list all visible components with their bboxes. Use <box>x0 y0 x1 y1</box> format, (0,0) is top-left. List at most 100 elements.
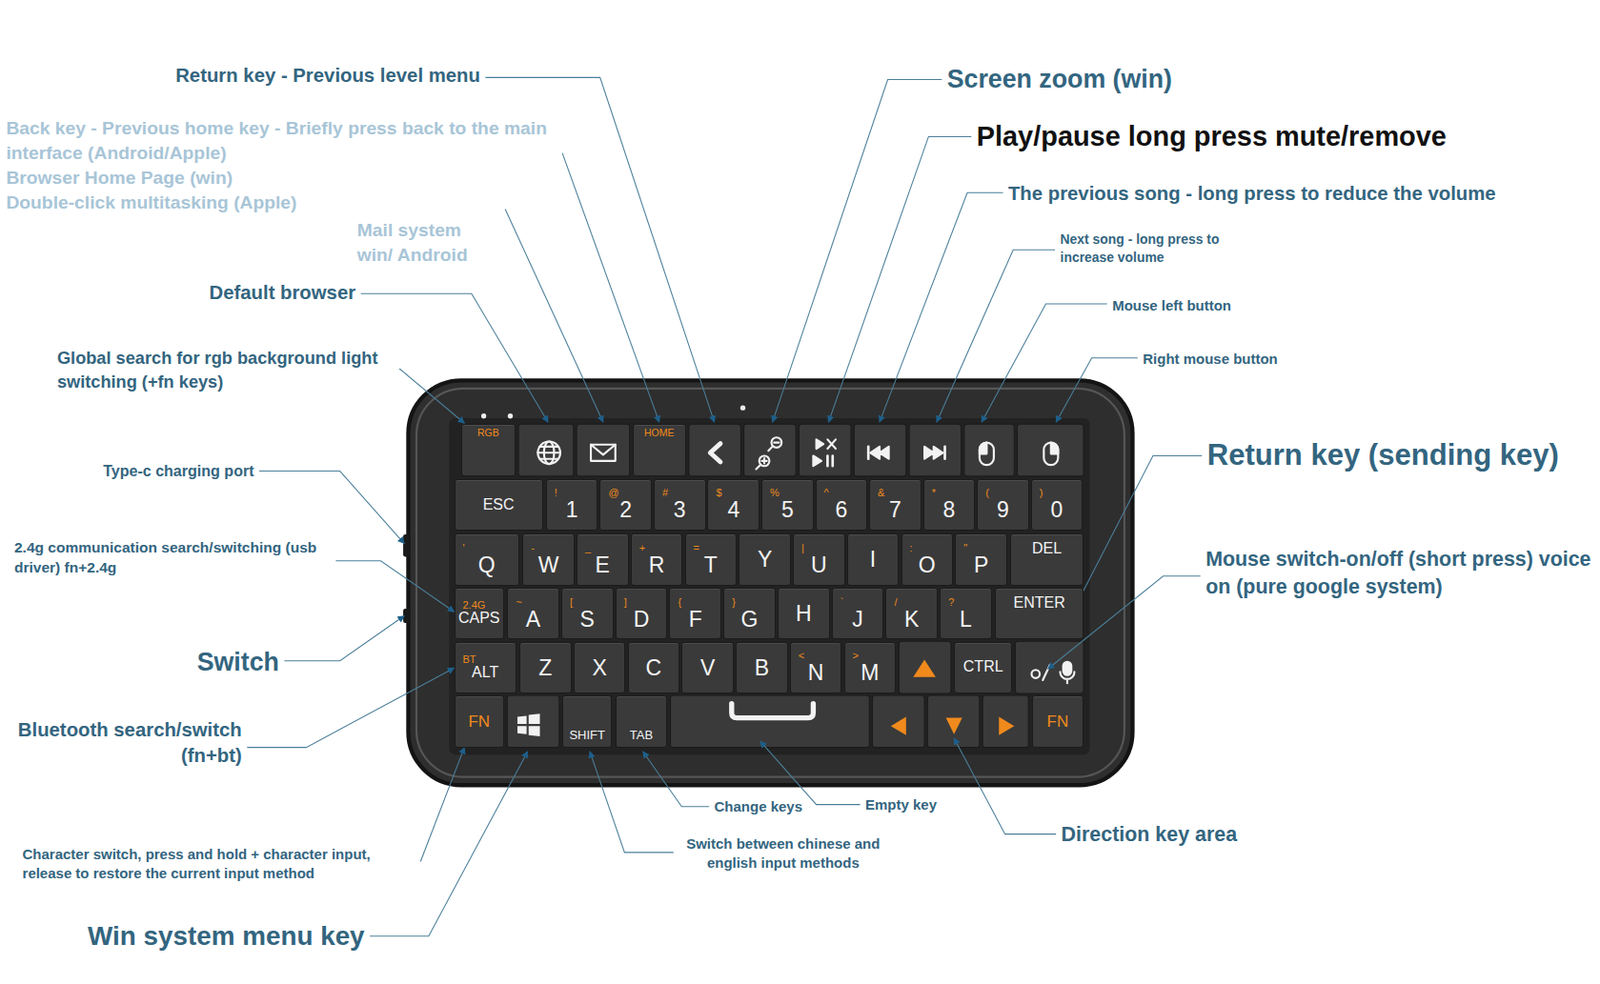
leader-line <box>1067 455 1202 622</box>
key-secondary-legend: > <box>852 650 859 662</box>
callout-label: Browser Home Page (win) <box>5 165 233 191</box>
key-icon <box>537 442 561 466</box>
key-legend: G <box>741 607 759 631</box>
keyboard-key: F{ <box>668 587 722 641</box>
callout-label: Type-c charging port <box>102 461 254 483</box>
key-secondary-legend: ! <box>554 487 558 499</box>
callout-label: Character switch, press and hold + chara… <box>22 845 416 884</box>
key-secondary-legend: { <box>677 597 682 608</box>
leader-line <box>246 668 454 748</box>
callout-label: Next song - long press to increase volum… <box>1060 230 1255 267</box>
orange-key-icon <box>998 717 1014 736</box>
key-legend: M <box>860 661 879 685</box>
key-secondary-legend: - <box>530 543 535 554</box>
key-legend: ESC <box>483 497 515 514</box>
keyboard-body <box>403 380 1133 786</box>
icon-key <box>1017 424 1085 477</box>
keyboard-key: 8* <box>923 479 976 531</box>
callout-label: Right mouse button <box>1142 349 1278 369</box>
key-icon <box>537 446 561 460</box>
key-secondary-legend: ? <box>948 597 954 608</box>
key-legend: H <box>795 602 812 626</box>
leader-line <box>953 738 1056 835</box>
keyboard-key: Z <box>519 642 572 695</box>
leader-line <box>760 741 861 805</box>
icon-key <box>927 695 980 749</box>
keyboard-body <box>416 388 1125 778</box>
key-icon <box>924 446 943 460</box>
key-legend: J <box>851 607 864 631</box>
icon-key <box>506 695 560 749</box>
key-secondary-legend: } <box>731 597 736 608</box>
keyboard-body <box>403 608 410 624</box>
key-legend: Z <box>538 656 552 680</box>
key-icon <box>517 713 541 737</box>
keyboard-key: J` <box>831 587 885 641</box>
keyboard-key: 7& <box>869 479 922 531</box>
key-secondary-legend: | <box>801 543 805 554</box>
key-icon <box>812 455 822 466</box>
keyboard-key: U| <box>792 533 846 587</box>
keyboard-key: RGB <box>461 424 516 477</box>
leader-line <box>246 77 1202 936</box>
leader-line <box>335 561 454 613</box>
key-legend: W <box>538 553 560 577</box>
callout-label: Play/pause long press mute/remove <box>976 118 1447 156</box>
key-secondary-legend: ) <box>1039 487 1044 499</box>
icon-key <box>982 695 1029 749</box>
keyboard-body <box>403 534 410 558</box>
key-legend: S <box>580 607 595 631</box>
callout-label: Change keys <box>714 797 803 817</box>
keyboard-key: CAPS2.4G <box>454 587 505 641</box>
key-legend: SHIFT <box>568 729 606 743</box>
keyboard-key: T= <box>685 533 738 587</box>
leader-line <box>643 751 710 808</box>
key-icon <box>979 443 994 466</box>
keyboard-key: G} <box>723 587 776 641</box>
key-secondary-legend: _ <box>585 543 591 554</box>
key-secondary-legend: & <box>877 487 885 499</box>
keyboard-body <box>407 380 1133 786</box>
key-icon <box>731 704 814 719</box>
key-legend: 2 <box>619 498 632 522</box>
key-icon <box>590 445 616 456</box>
key-legend: U <box>810 553 828 577</box>
key-secondary-legend: ^ <box>824 487 830 499</box>
key-secondary-legend: ' <box>463 543 466 554</box>
key-legend: TAB <box>629 729 653 743</box>
key-legend: F <box>688 607 703 631</box>
key-icon <box>867 446 871 460</box>
callout-label: Double-click multitasking (Apple) <box>5 190 297 216</box>
key-icon <box>755 458 767 469</box>
leader-line <box>399 369 466 425</box>
keyboard-key: DEL <box>1010 533 1084 587</box>
icon-key <box>798 424 851 477</box>
keyboard-body <box>448 418 1090 755</box>
keyboard-key: ESC <box>454 479 544 531</box>
keyboard-key: 3# <box>653 479 707 531</box>
callout-label: Empty key <box>865 795 937 815</box>
key-icon <box>1051 443 1058 455</box>
callout-label: Win system menu key <box>87 918 365 955</box>
key-secondary-legend: ] <box>624 597 628 608</box>
leader-line <box>981 303 1108 423</box>
key-secondary-legend: ~ <box>515 597 522 608</box>
keyboard-key: SHIFT <box>562 695 612 749</box>
callout-label: Direction key area <box>1061 821 1237 850</box>
key-legend: V <box>700 656 715 680</box>
key-legend: 3 <box>673 498 687 522</box>
key-legend: T <box>704 553 718 577</box>
icon-key <box>853 424 907 477</box>
leader-line <box>369 751 528 937</box>
key-legend: D <box>633 607 650 631</box>
callout-label: Return key (sending key) <box>1207 435 1560 476</box>
leader-line <box>589 751 674 853</box>
key-secondary-legend: = <box>693 543 700 554</box>
key-icon <box>1043 443 1058 466</box>
keyboard-key: N< <box>789 642 843 695</box>
keyboard-body <box>481 413 487 419</box>
key-legend: ALT <box>471 665 499 682</box>
callout-label: Switch between chinese and english input… <box>678 834 889 873</box>
orange-key-icon <box>891 717 907 736</box>
